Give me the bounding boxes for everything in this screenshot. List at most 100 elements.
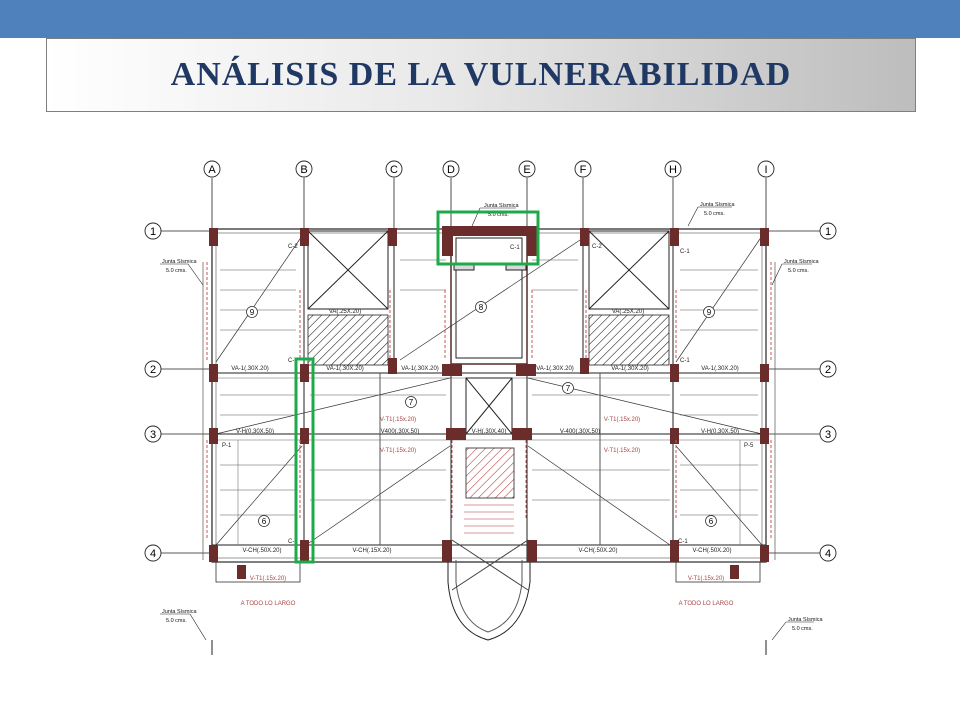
panel-number: 8 [479, 303, 484, 312]
axis-bubbles-numbers: 1 1 2 2 3 3 4 4 [144, 222, 837, 562]
axis-bubble-3-right [819, 425, 837, 443]
axis-bubble-2-left [144, 360, 162, 378]
beam-label: VA-1(.30X.20) [701, 366, 739, 372]
beam-label: V-H(.30X.40) [472, 429, 507, 435]
vulnerability-highlights [294, 210, 540, 564]
column-tag: P-1 [222, 443, 232, 449]
axis-label-h: H [669, 164, 677, 176]
axis-bubble-b [295, 160, 313, 178]
column-tag: C-1 [288, 539, 298, 545]
slab-joist-marks [220, 259, 758, 516]
top-accent-bar [0, 0, 960, 38]
joint-label-title: Junta Sísmica [784, 259, 819, 265]
building-walls [202, 228, 776, 655]
panel-number: 9 [707, 308, 712, 317]
joint-label-value: 5.0 cms. [166, 268, 187, 274]
axis-bubble-3-left [144, 425, 162, 443]
axis-bubbles-letters: A B C D E F H I [203, 160, 775, 178]
joint-label-title: Junta Sísmica [162, 609, 197, 615]
seismic-joint-labels: Junta Sísmica 5.0 cms. Junta Sísmica 5.0… [160, 202, 823, 641]
joint-label-value: 5.0 cms. [704, 211, 725, 217]
joint-label-title: Junta Sísmica [788, 617, 823, 623]
page-title: ANÁLISIS DE LA VULNERABILIDAD [170, 56, 792, 93]
axis-label-3-left: 3 [150, 429, 156, 441]
beam-label: V-T1(.15x.20) [250, 576, 286, 582]
beam-label: V-CH(.15X.20) [352, 548, 391, 554]
axis-label-b: B [300, 164, 307, 176]
joint-label-title: Junta Sísmica [484, 203, 519, 209]
joint-label-value: 5.0 cms. [488, 212, 509, 218]
column-tag: C-1 [288, 358, 298, 364]
cantilever-slabs [215, 561, 761, 583]
axis-label-e: E [523, 164, 530, 176]
joint-label-title: Junta Sísmica [162, 259, 197, 265]
axis-bubble-4-left [144, 544, 162, 562]
highlight-box-left [294, 357, 315, 564]
beam-label: VA-1(.30X.20) [536, 366, 574, 372]
axis-label-1-right: 1 [825, 226, 831, 238]
beam-label: V-T1(.15x.20) [688, 576, 724, 582]
panel-markers: 9 9 8 7 7 6 6 [246, 301, 717, 527]
beam-label: V-CH(.50X.20) [692, 548, 731, 554]
axis-lines [161, 178, 820, 554]
column-tag: C-1 [510, 245, 520, 251]
axis-bubble-2-right [819, 360, 837, 378]
joint-label-value: 5.0 cms. [166, 618, 187, 624]
column-tag: C-1 [680, 249, 690, 255]
joint-label-value: 5.0 cms. [788, 268, 809, 274]
slab-diagonals [215, 235, 763, 546]
beam-label: V-400(.30X.50) [560, 429, 600, 435]
panel-number: 6 [709, 517, 714, 526]
beam-label: V-H(0.30X.50) [701, 429, 739, 435]
beam-label: V-T1(.15x.20) [604, 448, 640, 454]
axis-label-1-left: 1 [150, 226, 156, 238]
column-tag: C-2 [288, 244, 298, 250]
red-wall-strips [206, 262, 772, 540]
axis-label-d: D [447, 164, 455, 176]
beam-label: VA-1(.30X.20) [326, 366, 364, 372]
elevator-shafts [307, 230, 670, 435]
column-tag: C-1 [678, 539, 688, 545]
column-tag: P-5 [744, 443, 754, 449]
highlight-box-top [436, 210, 540, 266]
beam-note: A TODO LO LARGO [679, 601, 734, 607]
beam-label: V-CH(.50X.20) [242, 548, 281, 554]
axis-bubble-d [442, 160, 460, 178]
structural-columns [209, 226, 769, 562]
beam-note: A TODO LO LARGO [241, 601, 296, 607]
axis-bubble-h [664, 160, 682, 178]
column-tag: C-1 [680, 358, 690, 364]
stair-tower [447, 504, 531, 641]
axis-label-2-right: 2 [825, 364, 831, 376]
joint-label-title: Junta Sísmica [700, 202, 735, 208]
beam-label: VA(.25X.20) [612, 309, 644, 315]
axis-bubble-4-right [819, 544, 837, 562]
axis-label-4-left: 4 [150, 548, 156, 560]
column-tag: C-2 [592, 244, 602, 250]
beam-label: VA-1(.30X.20) [611, 366, 649, 372]
hatched-zones [307, 314, 670, 499]
axis-label-a: A [208, 164, 216, 176]
panel-number: 7 [409, 398, 414, 407]
beam-label: V400(.30X.50) [381, 429, 420, 435]
axis-bubble-a [203, 160, 221, 178]
axis-label-i: I [764, 164, 767, 176]
panel-number: 7 [566, 384, 571, 393]
column-tags: C-2 C-2 C-1 C-1 C-1 C-1 P-1 P-5 C-1 C-1 [222, 244, 754, 545]
axis-label-4-right: 4 [825, 548, 831, 560]
beam-label: V-H(0.30X.50) [236, 429, 274, 435]
axis-label-2-left: 2 [150, 364, 156, 376]
panel-number: 9 [250, 308, 255, 317]
beam-label: V-CH(.50X.20) [578, 548, 617, 554]
panel-number: 6 [262, 517, 267, 526]
axis-bubble-e [518, 160, 536, 178]
axis-bubble-c [385, 160, 403, 178]
axis-bubble-f [574, 160, 592, 178]
axis-bubble-1-right [819, 222, 837, 240]
beam-label: V-T1(.15x.20) [380, 417, 416, 423]
beam-label: VA-1(.30X.20) [401, 366, 439, 372]
beam-labels: VA-1(.30X.20) VA-1(.30X.20) VA-1(.30X.20… [231, 309, 739, 607]
axis-label-f: F [580, 164, 587, 176]
beam-label: V-T1(.15x.20) [604, 417, 640, 423]
